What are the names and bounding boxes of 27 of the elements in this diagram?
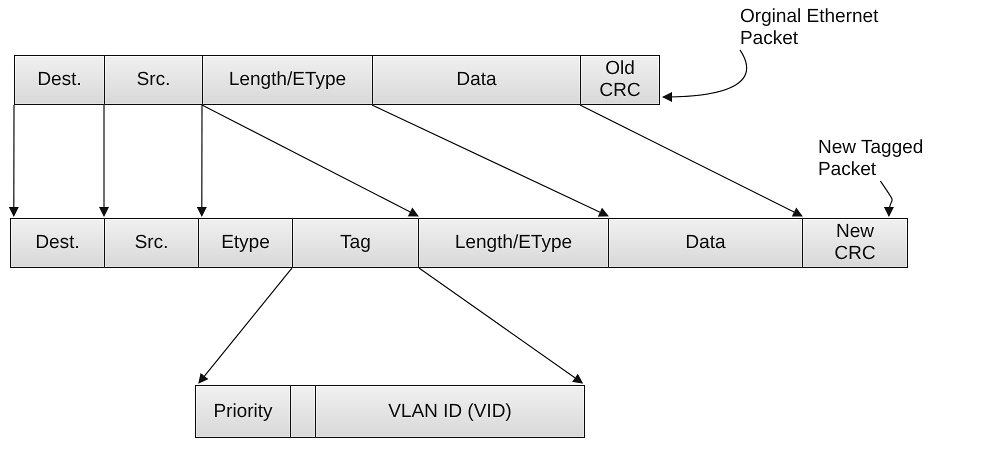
packet-field: Priority bbox=[195, 385, 291, 438]
packet-caption: New Tagged Packet bbox=[818, 137, 948, 181]
packet-field: Data bbox=[372, 55, 581, 105]
packet-field: Data bbox=[608, 218, 803, 268]
arrow bbox=[580, 104, 803, 217]
packet-field: Length/EType bbox=[418, 218, 609, 268]
packet-field: Tag bbox=[292, 218, 419, 268]
packet-field: Old CRC bbox=[580, 55, 660, 105]
packet-field: Dest. bbox=[10, 218, 105, 268]
leader-arrow bbox=[880, 180, 894, 217]
arrow bbox=[418, 268, 584, 384]
packet-caption: Orginal Ethernet Packet bbox=[740, 6, 890, 50]
arrow bbox=[99, 105, 109, 217]
empty-field bbox=[290, 385, 316, 438]
arrow bbox=[198, 268, 292, 384]
packet-field: Dest. bbox=[14, 55, 105, 105]
packet-field: Length/EType bbox=[202, 55, 373, 105]
packet-field: Src. bbox=[104, 55, 203, 105]
packet-field: Src. bbox=[104, 218, 199, 268]
arrow bbox=[202, 104, 419, 217]
packet-field: Etype bbox=[198, 218, 293, 268]
packet-field: New CRC bbox=[802, 218, 908, 268]
leader-arrow bbox=[662, 50, 748, 102]
arrow bbox=[372, 104, 609, 217]
arrow bbox=[8, 105, 19, 217]
arrow bbox=[196, 105, 207, 217]
packet-field: VLAN ID (VID) bbox=[315, 385, 585, 438]
